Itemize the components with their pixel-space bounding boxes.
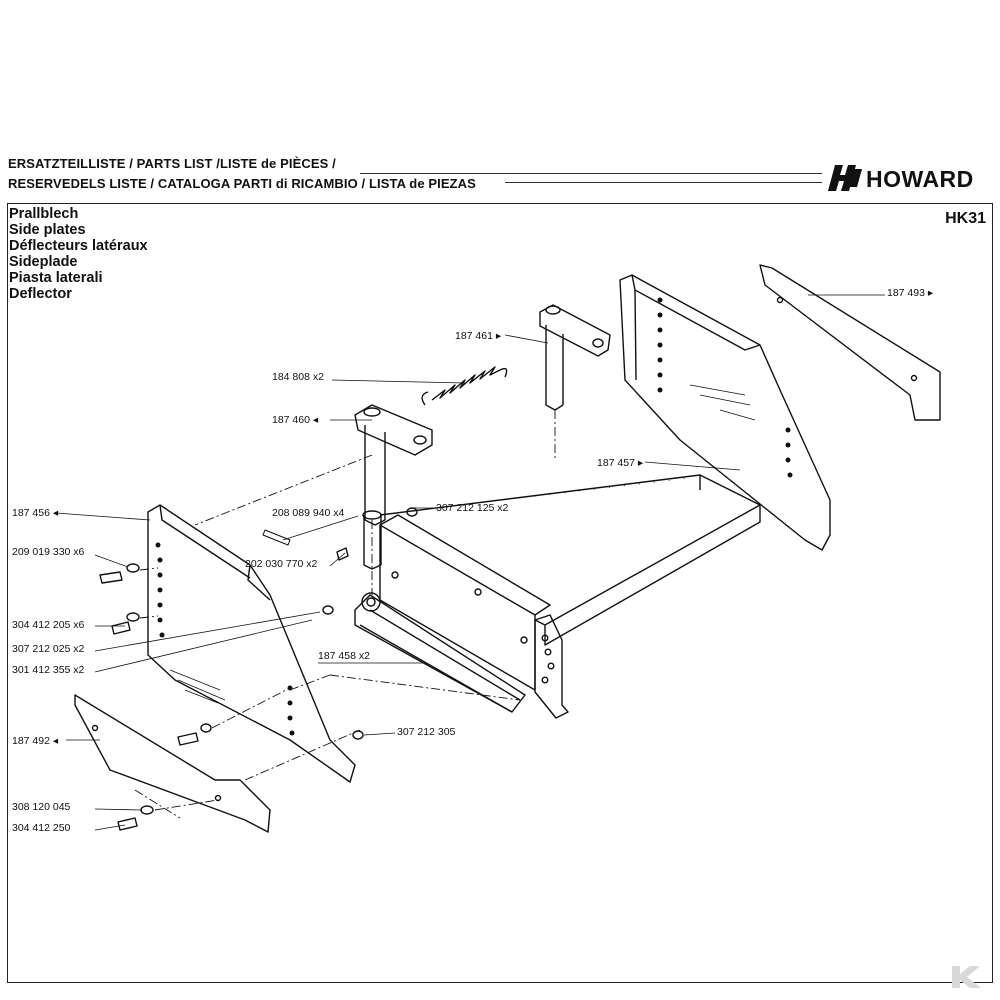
watermark-k-icon (952, 966, 981, 988)
callout-187493: 187 493 ▸ (887, 287, 934, 299)
header-rule-2 (505, 182, 822, 183)
right-deflector-187457 (619, 274, 831, 551)
callout-307212025: 307 212 025 x2 (12, 643, 85, 655)
assembly-lines (134, 410, 556, 819)
title-block: Prallblech Side plates Déflecteurs latér… (9, 206, 148, 302)
callout-307212125: 307 212 125 x2 (436, 502, 509, 514)
callout-187461: 187 461 ▸ (455, 330, 502, 342)
title-italian: Piasta laterali (9, 270, 103, 286)
pivot-post-187460 (354, 404, 433, 526)
brand-name: HOWARD (866, 166, 974, 192)
callout-187492: 187 492 ◂ (12, 735, 59, 747)
title-danish: Sideplade (9, 254, 78, 270)
title-english: Side plates (9, 222, 86, 238)
bracket-plate (379, 514, 551, 691)
model-code: HK31 (945, 210, 986, 227)
brand-logo: HOWARD (828, 163, 998, 195)
frame-bar (379, 474, 761, 646)
callout-209019330: 209 019 330 x6 (12, 546, 85, 558)
callout-304412250: 304 412 250 (12, 822, 71, 834)
callout-187457: 187 457 ▸ (597, 457, 644, 469)
callout-187460: 187 460 ◂ (272, 414, 319, 426)
callout-187456: 187 456 ◂ (12, 507, 59, 519)
arm-187458 (354, 592, 526, 713)
upper-plate-187493 (759, 264, 941, 421)
header-rule-1 (360, 173, 822, 174)
pivot-post-187461 (539, 304, 611, 411)
sleeve-tube (362, 510, 382, 570)
howard-logo-icon (828, 165, 862, 191)
callout-307212305: 307 212 305 (397, 726, 456, 738)
callout-187458: 187 458 x2 (318, 650, 370, 662)
parts-list-header-line-1: ERSATZTEILLISTE / PARTS LIST /LISTE de P… (8, 156, 336, 171)
title-german: Prallblech (9, 206, 79, 222)
callout-308120045: 308 120 045 (12, 801, 71, 813)
spring-184808 (421, 366, 508, 406)
leader-lines (55, 294, 885, 831)
parts-list-header-line-2: RESERVEDELS LISTE / CATALOGA PARTI di RI… (8, 176, 476, 191)
callout-184808: 184 808 x2 (272, 371, 324, 383)
callout-208089940: 208 089 940 x4 (272, 507, 345, 519)
fasteners (99, 507, 418, 831)
callout-304412205: 304 412 205 x6 (12, 619, 85, 631)
drawing-frame (7, 203, 993, 983)
title-spanish: Deflector (9, 286, 72, 302)
callout-301412355: 301 412 355 x2 (12, 664, 85, 676)
lower-plate-187492 (74, 694, 271, 833)
left-deflector-187456 (147, 504, 356, 783)
callout-202030770: 202 030 770 x2 (245, 558, 318, 570)
title-french: Déflecteurs latéraux (9, 238, 148, 254)
frame-end-plate (534, 614, 569, 719)
